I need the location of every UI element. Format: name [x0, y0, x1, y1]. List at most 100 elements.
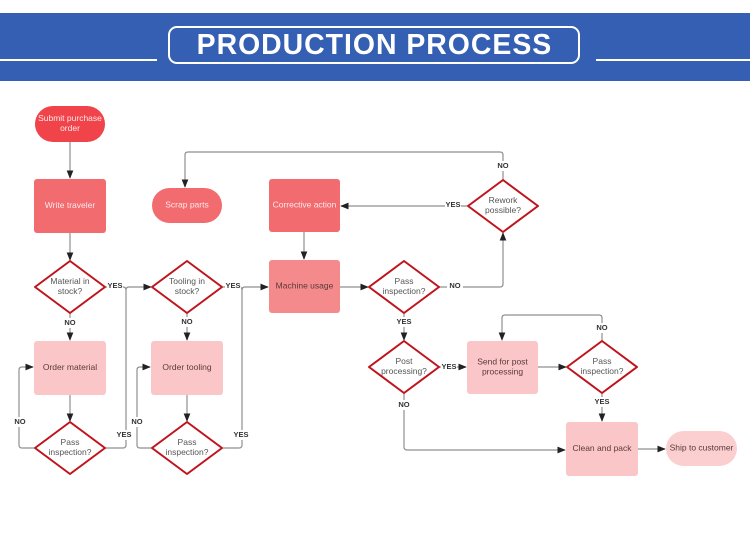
process-box	[269, 179, 340, 232]
node-label-line: Pass	[395, 276, 414, 286]
edge-label-background	[594, 323, 610, 333]
edge-label-no: NO	[398, 400, 409, 409]
edge-label-background	[447, 281, 463, 291]
connectors	[18, 142, 666, 454]
header-rule-left	[0, 59, 157, 61]
edge-label-no: NO	[14, 417, 25, 426]
decision-diamond	[151, 421, 223, 475]
node-label: Write traveler	[45, 200, 96, 210]
node-label-line: Order material	[43, 362, 97, 372]
node-label-line: Scrap parts	[165, 200, 208, 210]
node-label: Order material	[43, 362, 97, 372]
header-rule-right	[596, 59, 750, 61]
edge-label-background	[396, 317, 412, 327]
edge-label-background	[594, 397, 610, 407]
node-label: Scrap parts	[165, 200, 208, 210]
edge-label-yes: YES	[441, 362, 456, 371]
edge-label-background	[62, 318, 78, 328]
connector-post-processing-to-clean-and-pack	[403, 393, 566, 454]
decision-diamond	[34, 260, 106, 314]
edge-label-no: NO	[596, 323, 607, 332]
edge-label-yes: YES	[396, 317, 411, 326]
node-label-line: inspection?	[165, 447, 208, 457]
node-label: Corrective action	[273, 200, 337, 210]
node-label: Order tooling	[162, 362, 211, 372]
node-label-line: inspection?	[580, 366, 623, 376]
edge-label-no: NO	[449, 281, 460, 290]
edge-label-background	[495, 161, 511, 171]
terminal-shape	[152, 188, 222, 223]
edge-label-background	[179, 317, 195, 327]
header-title-frame: PRODUCTION PROCESS	[168, 26, 580, 64]
edge-label-yes: YES	[233, 430, 248, 439]
node-label-line: inspection?	[48, 447, 91, 457]
terminal-shape	[666, 431, 737, 466]
node-label-line: Rework	[489, 195, 519, 205]
edge-label-yes: YES	[116, 430, 131, 439]
edge-label-no: NO	[64, 318, 75, 327]
node-label-line: stock?	[175, 286, 200, 296]
process-box	[269, 260, 340, 313]
node-label-line: inspection?	[382, 286, 425, 296]
edge-label-background	[441, 362, 457, 372]
node-label-line: possible?	[485, 205, 521, 215]
node-label-line: Pass	[593, 356, 612, 366]
node-corrective-action: Corrective action	[269, 179, 340, 232]
decision-diamond	[151, 260, 223, 314]
node-label: Ship to customer	[670, 443, 734, 453]
edge-label-yes: YES	[225, 281, 240, 290]
node-label-line: processing	[482, 367, 523, 377]
edge-label-background	[129, 417, 145, 427]
node-label-line: Ship to customer	[670, 443, 734, 453]
edge-label-yes: YES	[594, 397, 609, 406]
page-title: PRODUCTION PROCESS	[196, 28, 552, 61]
edge-label-no: NO	[131, 417, 142, 426]
node-ship-to-customer: Ship to customer	[666, 431, 737, 466]
node-label-line: Corrective action	[273, 200, 337, 210]
terminal-shape	[35, 106, 105, 142]
node-label-line: Pass	[61, 437, 80, 447]
node-label-line: Order tooling	[162, 362, 211, 372]
node-label-line: order	[60, 123, 80, 133]
node-label-line: Post	[395, 356, 413, 366]
header-banner	[0, 13, 750, 81]
edge-label-background	[233, 430, 249, 440]
process-box	[34, 179, 106, 233]
node-label-line: Pass	[178, 437, 197, 447]
process-box	[34, 341, 106, 395]
edge-label-no: NO	[181, 317, 192, 326]
node-machine-usage: Machine usage	[269, 260, 340, 313]
process-box	[467, 341, 538, 394]
node-clean-and-pack: Clean and pack	[566, 422, 638, 476]
node-order-tooling: Order tooling	[151, 341, 223, 395]
decision-diamond	[467, 179, 539, 233]
edge-label-yes: YES	[445, 200, 460, 209]
connector-pass-inspection-tooling-to-machine-usage	[222, 283, 269, 449]
node-label-line: Machine usage	[276, 281, 334, 291]
node-label-line: stock?	[58, 286, 83, 296]
decision-diamond	[566, 340, 638, 394]
edge-label-background	[396, 400, 412, 410]
node-order-material: Order material	[34, 341, 106, 395]
edge-label-background	[445, 200, 461, 210]
node-label: Machine usage	[276, 281, 334, 291]
node-label-line: Write traveler	[45, 200, 96, 210]
edge-label-background	[107, 281, 123, 291]
process-box	[151, 341, 223, 395]
